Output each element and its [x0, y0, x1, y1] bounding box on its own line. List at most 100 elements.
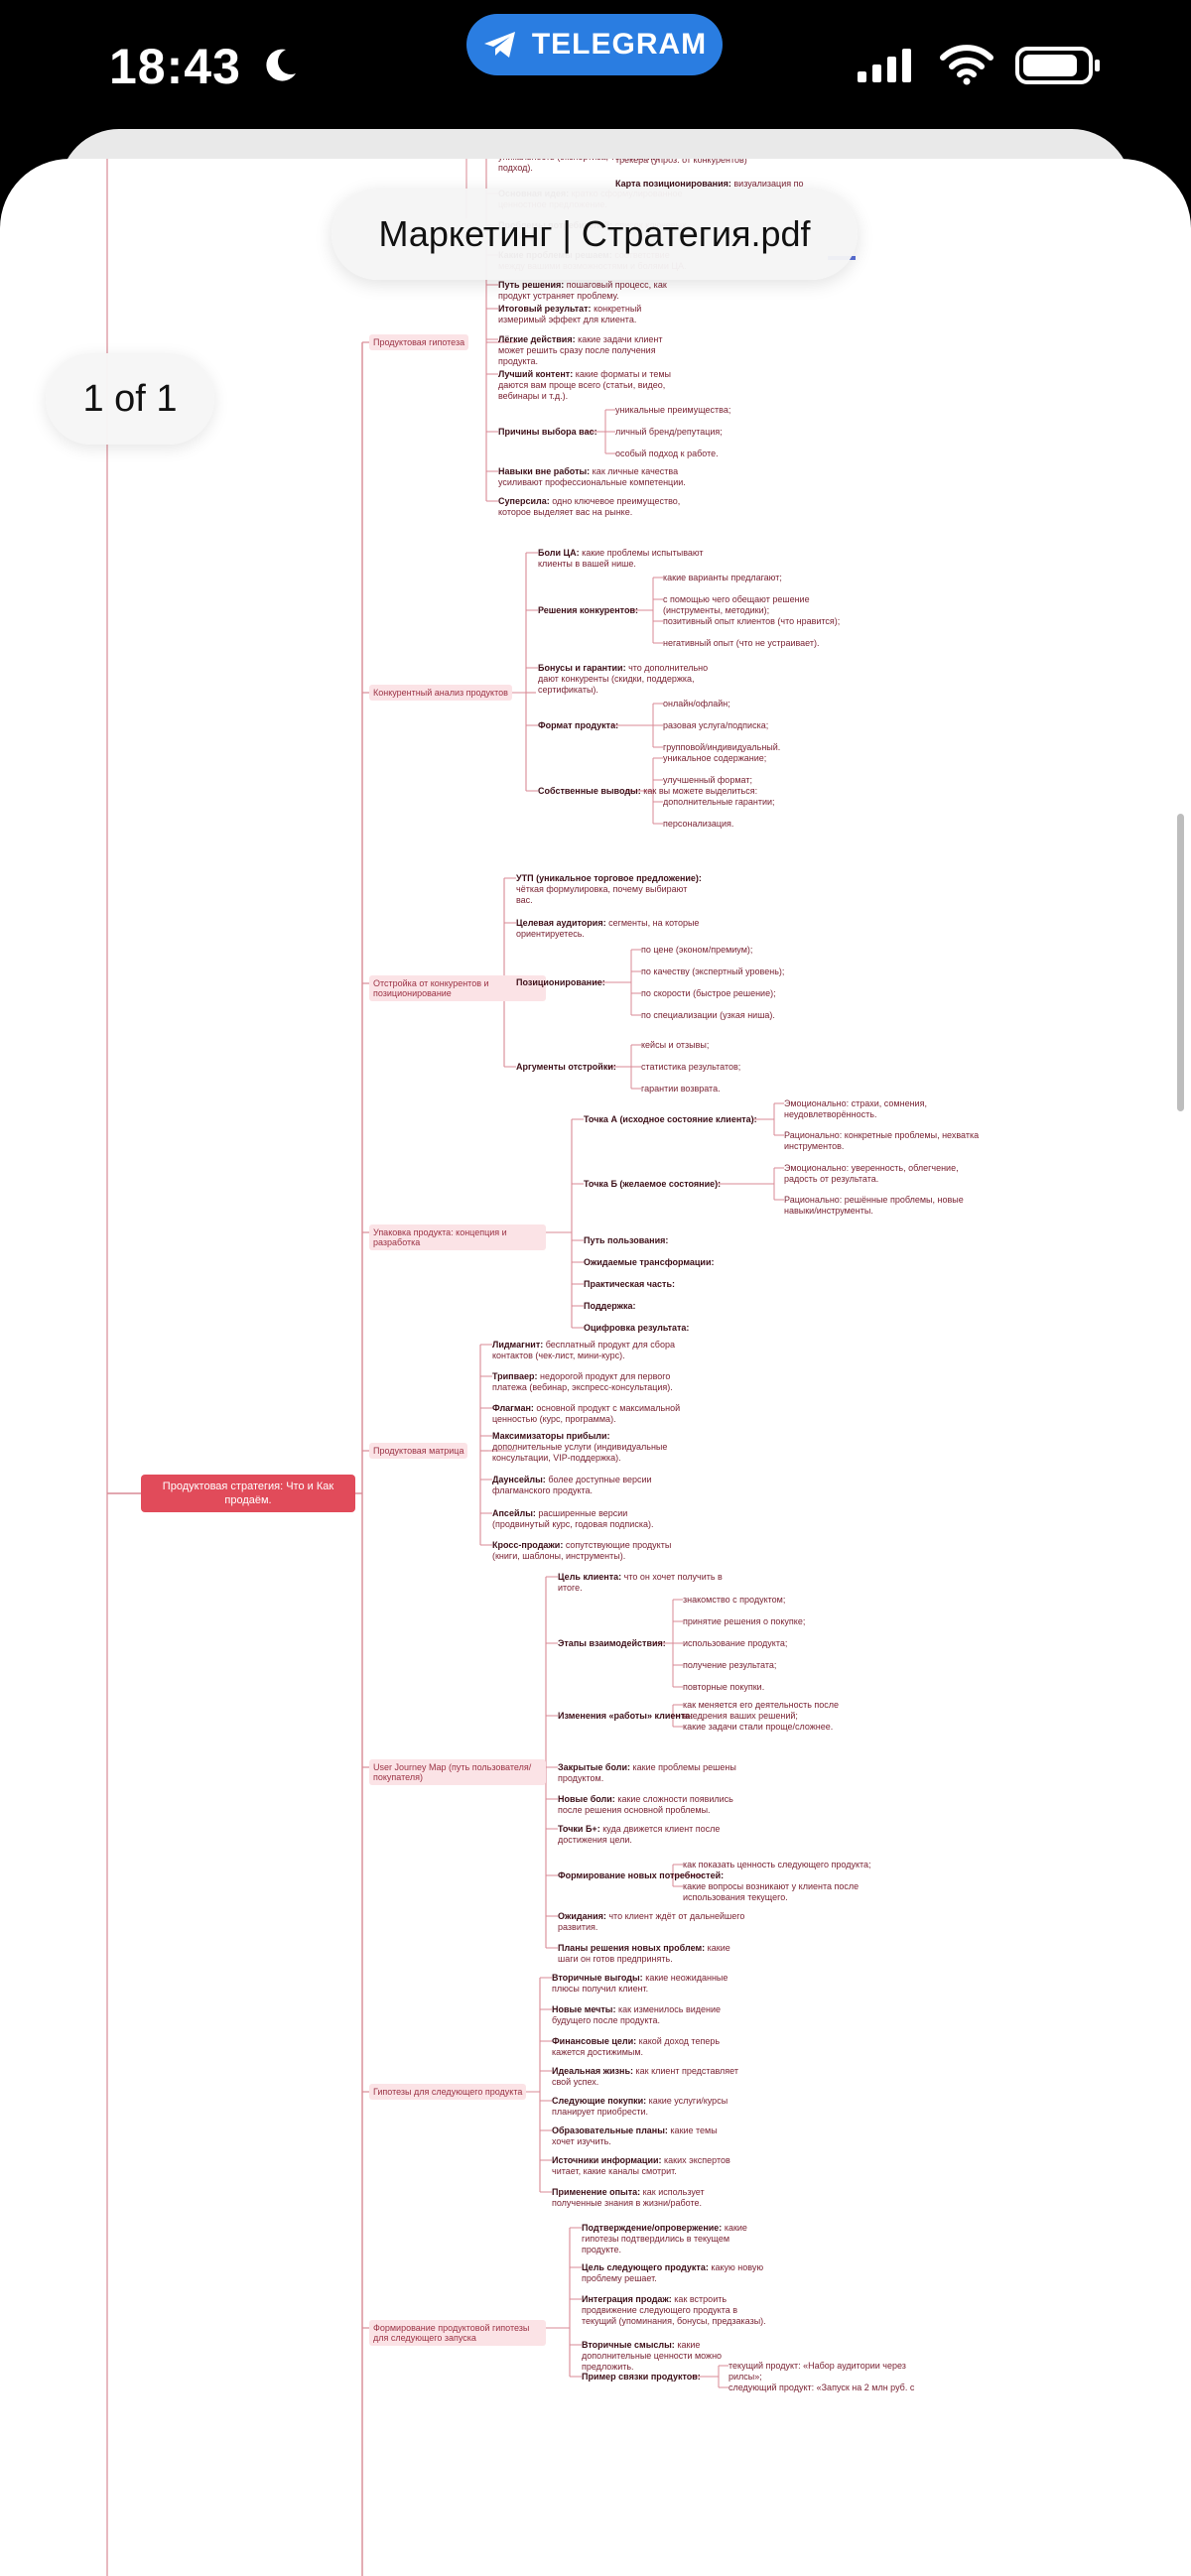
mindmap-item-key: Ожидаемые трансформации: [584, 1257, 715, 1267]
battery-icon [1015, 47, 1100, 84]
mindmap-subitem: Эмоционально: уверенность, облегчение, р… [784, 1163, 959, 1184]
mindmap-item-desc: дополнительные услуги (индивидуальные ко… [492, 1442, 668, 1463]
mindmap-item-desc: какой доход теперь кажется достижимым. [552, 2036, 721, 2057]
mindmap-item-key: Цель следующего продукта: [582, 2262, 709, 2272]
mindmap-subitem: групповой/индивидуальный. [663, 742, 781, 752]
mindmap-subitem: повторные покупки. [683, 1682, 765, 1692]
mindmap-item-key: Флагман: [492, 1403, 534, 1413]
mindmap-subitem: персонализация. [663, 819, 734, 829]
mindmap-item-key: Формирование новых потребностей: [558, 1870, 725, 1880]
mindmap-item-key: Образовательные планы: [552, 2125, 668, 2135]
mindmap-item: Лидмагнит: бесплатный продукт для сбора … [492, 1340, 681, 1361]
mindmap-item-key: Интеграция продаж: [582, 2294, 672, 2304]
mindmap-subitem: какие задачи стали проще/сложнее. [683, 1722, 834, 1732]
mindmap-subitem: следующий продукт: «Запуск на 2 млн руб.… [728, 2383, 915, 2392]
mindmap-item-key: Позиционирование: [516, 977, 605, 987]
mindmap-subitem: использование продукта; [683, 1638, 788, 1648]
mindmap-item: Оцифровка результата: [584, 1323, 772, 1334]
mindmap-item: Пример связки продуктов: [582, 2372, 701, 2383]
mindmap-item: Точки Б+: куда движется клиент после дос… [558, 1824, 746, 1846]
mindmap-item-key: Этапы взаимодействия: [558, 1638, 666, 1648]
mindmap-item-key: Кросс-продажи: [492, 1540, 564, 1550]
mindmap-item: Причины выбора вас: [498, 427, 597, 438]
mindmap-item-desc: какие дополнительные ценности можно пред… [582, 2340, 723, 2372]
mindmap-item: Позиционирование: [516, 977, 605, 988]
mindmap-item-key: Пример связки продуктов: [582, 2372, 701, 2382]
mindmap-item-desc: что дополнительно дают конкуренты (скидк… [538, 663, 709, 695]
mindmap-item-desc: пошаговый процесс, как продукт устраняет… [498, 280, 667, 301]
branch-node: Продуктовая гипотеза [369, 334, 469, 350]
mindmap-item: Вторичные выгоды: какие неожиданные плюс… [552, 1973, 740, 1995]
mindmap-item: Максимизаторы прибыли: дополнительные ус… [492, 1431, 681, 1464]
mindmap-item-key: Причины выбора вас: [498, 427, 597, 437]
mindmap-item: Точка А (исходное состояние клиента): [584, 1114, 757, 1125]
mindmap-item-key: Суперсила: [498, 496, 550, 506]
page-indicator: 1 of 1 [82, 377, 178, 420]
pdf-page[interactable]: трекера (упроз. от конкурентов) Карта поз… [0, 159, 1191, 2576]
mindmap-item-key: Вторичные смыслы: [582, 2340, 675, 2350]
mindmap-item-key: Точка Б (желаемое состояние): [584, 1179, 722, 1189]
mindmap-item-desc: что он хочет получить в итоге. [558, 1572, 723, 1593]
mindmap-item-key: Оцифровка результата: [584, 1323, 690, 1333]
mindmap-subitem: по скорости (быстрое решение); [641, 988, 776, 998]
mindmap-item-desc: какие проблемы решены продуктом. [558, 1762, 736, 1783]
mindmap-item-key: Итоговый результат: [498, 304, 592, 314]
mindmap-item: Интеграция продаж: как встроить продвиже… [582, 2294, 770, 2327]
mindmap-subitem: какие варианты предлагают; [663, 573, 782, 582]
clock-time: 18:43 [109, 39, 241, 94]
vertical-scrollbar[interactable] [1177, 814, 1184, 1111]
mindmap-subitem: личный бренд/репутация; [615, 427, 723, 437]
mindmap-subitem: улучшенный формат; [663, 775, 752, 785]
mindmap-item-desc: какие шаги он готов предпринять. [558, 1943, 730, 1964]
mindmap-item-desc: какие форматы и темы даются вам проще вс… [498, 369, 672, 401]
mindmap-item-desc: какие неожиданные плюсы получил клиент. [552, 1973, 728, 1994]
mindmap-item-key: УТП (уникальное торговое предложение): [516, 873, 702, 883]
pdf-viewer-sheet[interactable]: трекера (упроз. от конкурентов) Карта поз… [0, 159, 1191, 2576]
document-title: Маркетинг | Стратегия.pdf [378, 213, 811, 254]
mindmap-item-key: Собственные выводы: [538, 786, 641, 796]
mindmap-item-desc: какие темы хочет изучить. [552, 2125, 718, 2146]
mindmap-item: Подтверждение/опровержение: какие гипоте… [582, 2223, 770, 2255]
document-title-pill[interactable]: Маркетинг | Стратегия.pdf [331, 189, 858, 280]
top-fragment: Карта позиционирования: визуализация по [615, 179, 913, 190]
mindmap-item-desc: сегменты, на которые ориентируетесь. [516, 918, 700, 939]
mindmap-item-desc: как использует полученные знания в жизни… [552, 2187, 705, 2208]
mindmap-item-desc: какие сложности появились после решения … [558, 1794, 733, 1815]
mindmap-item-key: Апсейлы: [492, 1508, 536, 1518]
mindmap-item: Навыки вне работы: как личные качества у… [498, 466, 687, 488]
mindmap-item-key: Новые мечты: [552, 2004, 616, 2014]
mindmap-item: Путь пользования: [584, 1235, 772, 1246]
moon-icon [266, 49, 296, 81]
mindmap-item: Новые мечты: как изменилось видение буду… [552, 2004, 740, 2026]
top-fragment-key: Карта позиционирования: [615, 179, 731, 189]
mindmap-item-key: Навыки вне работы: [498, 466, 591, 476]
mindmap-item-key: Закрытые боли: [558, 1762, 631, 1772]
mindmap-subitem: статистика результатов; [641, 1062, 741, 1072]
branch-node: User Journey Map (путь пользователя/поку… [369, 1759, 546, 1785]
mindmap-connectors [106, 159, 784, 2576]
mindmap-item: Финансовые цели: какой доход теперь каже… [552, 2036, 740, 2058]
mindmap-item-desc: как изменилось видение будущего после пр… [552, 2004, 722, 2025]
mindmap-root-node: Продуктовая стратегия: Что и Как продаём… [141, 1475, 355, 1512]
branch-node: Конкурентный анализ продуктов [369, 685, 512, 701]
mindmap-item: Решения конкурентов: [538, 605, 638, 616]
mindmap-subitem: какие вопросы возникают у клиента после … [683, 1881, 860, 1902]
telegram-return-pill[interactable]: TELEGRAM [466, 14, 723, 75]
mindmap-item-key: Новые боли: [558, 1794, 615, 1804]
mindmap-item: Трипваер: недорогой продукт для первого … [492, 1371, 681, 1393]
mindmap-item: Новые боли: какие сложности появились по… [558, 1794, 746, 1816]
mindmap-item-key: Боли ЦА: [538, 548, 580, 558]
mindmap-item-key: Бонусы и гарантии: [538, 663, 626, 673]
mindmap-item-desc: как встроить продвижение следующего прод… [582, 2294, 766, 2326]
mindmap-item: Даунсейлы: более доступные версии флагма… [492, 1475, 681, 1496]
mindmap-item-desc: как клиент представляет свой успех. [552, 2066, 738, 2087]
mindmap-item-key: Ожидания: [558, 1911, 606, 1921]
top-fragment: трекера (упроз. от конкурентов) [615, 159, 913, 166]
mindmap-item: Точка Б (желаемое состояние): [584, 1179, 721, 1190]
mindmap-item: Целевая аудитория: сегменты, на которые … [516, 918, 705, 940]
mindmap-item: Формирование новых потребностей: [558, 1870, 724, 1881]
mindmap-item-key: Источники информации: [552, 2155, 662, 2165]
mindmap-item-key: Максимизаторы прибыли: [492, 1431, 610, 1441]
mindmap-item: Планы решения новых проблем: какие шаги … [558, 1943, 746, 1965]
mindmap-item-key: Лидмагнит: [492, 1340, 544, 1350]
